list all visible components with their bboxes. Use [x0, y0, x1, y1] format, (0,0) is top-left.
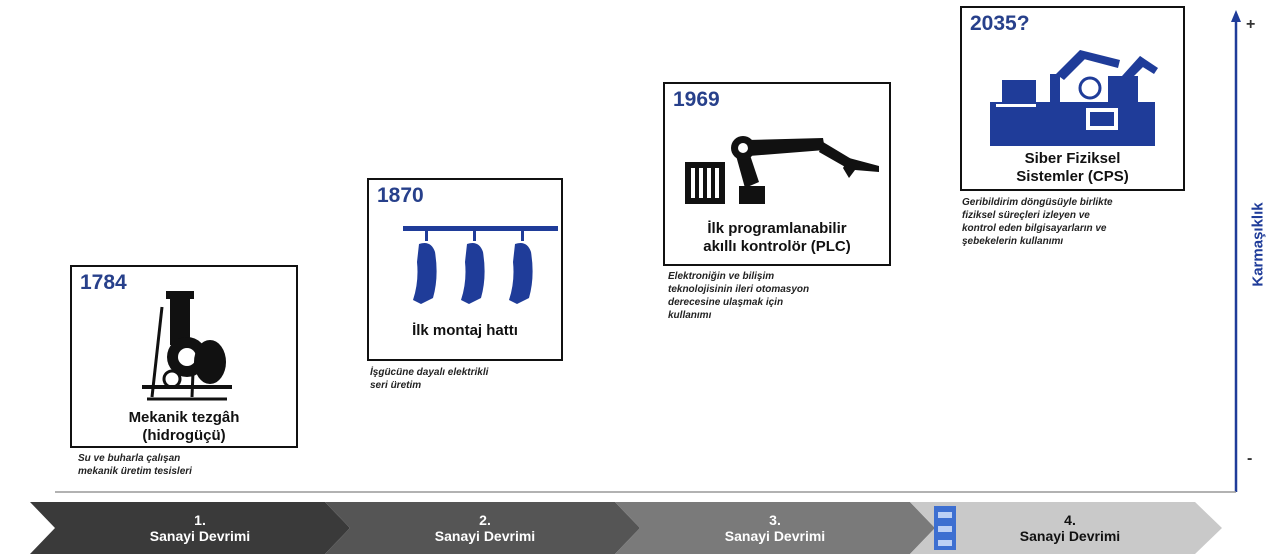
- stage-1969-note: Elektroniğin ve bilişim teknolojisinin i…: [668, 271, 810, 321]
- revolution-3-arrow: [615, 502, 935, 554]
- revolution-1-arrow: [30, 502, 350, 554]
- stage-2035-note: Geribildirim döngüsüyle birlikte fizikse…: [962, 197, 1113, 247]
- stage-title: İlk montaj hattı: [412, 322, 518, 339]
- axis-arrowhead: [1231, 10, 1241, 22]
- stage-year: 1870: [377, 184, 424, 207]
- stage-1870-note: İşgücüne dayalı elektrikli seri üretim: [370, 367, 489, 391]
- revolution-2-arrow: [325, 502, 640, 554]
- stage-2035-box: 2035? Siber Fiziksel Sistemler (CPS): [960, 6, 1185, 191]
- stage-1969-box: 1969 İlk programlanabilir akıllı kontrol…: [663, 82, 891, 266]
- stage-1784-note: Su ve buharla çalışan mekanik üretim tes…: [78, 453, 192, 477]
- stage-title: Mekanik tezgâh: [128, 409, 240, 426]
- stage-title: İlk programlanabilir: [707, 220, 847, 237]
- stage-title: Siber Fiziksel: [1024, 150, 1121, 167]
- revolution-4-arrow: [910, 502, 1222, 554]
- revolution-4-label: 4.Sanayi Devrimi: [1019, 512, 1121, 544]
- stage-1870-box: 1870 İlk montaj hattı: [367, 178, 563, 361]
- revolution-2-label: 2.Sanayi Devrimi: [434, 512, 536, 544]
- stage-subtitle: akıllı kontrolör (PLC): [703, 238, 851, 255]
- mechanical-loom-icon: [142, 291, 232, 401]
- revolution-1-label: 1.Sanayi Devrimi: [149, 512, 251, 544]
- stage-year: 1969: [673, 88, 720, 111]
- stage-year: 1784: [80, 271, 127, 294]
- stage-subtitle: Sistemler (CPS): [1016, 168, 1129, 185]
- stage-year: 2035?: [970, 12, 1030, 35]
- assembly-line-icon: [403, 226, 558, 304]
- stage-1784-box: 1784 Mekanik tezgâh (hidrogüçü): [70, 265, 298, 448]
- stage-subtitle: (hidrogüçü): [142, 427, 226, 444]
- axis-plus: +: [1246, 16, 1256, 33]
- cyber-physical-system-icon: [990, 50, 1158, 146]
- axis-minus: -: [1247, 450, 1253, 467]
- revolution-3-label: 3.Sanayi Devrimi: [724, 512, 826, 544]
- robot-arm-plc-icon: [685, 136, 879, 204]
